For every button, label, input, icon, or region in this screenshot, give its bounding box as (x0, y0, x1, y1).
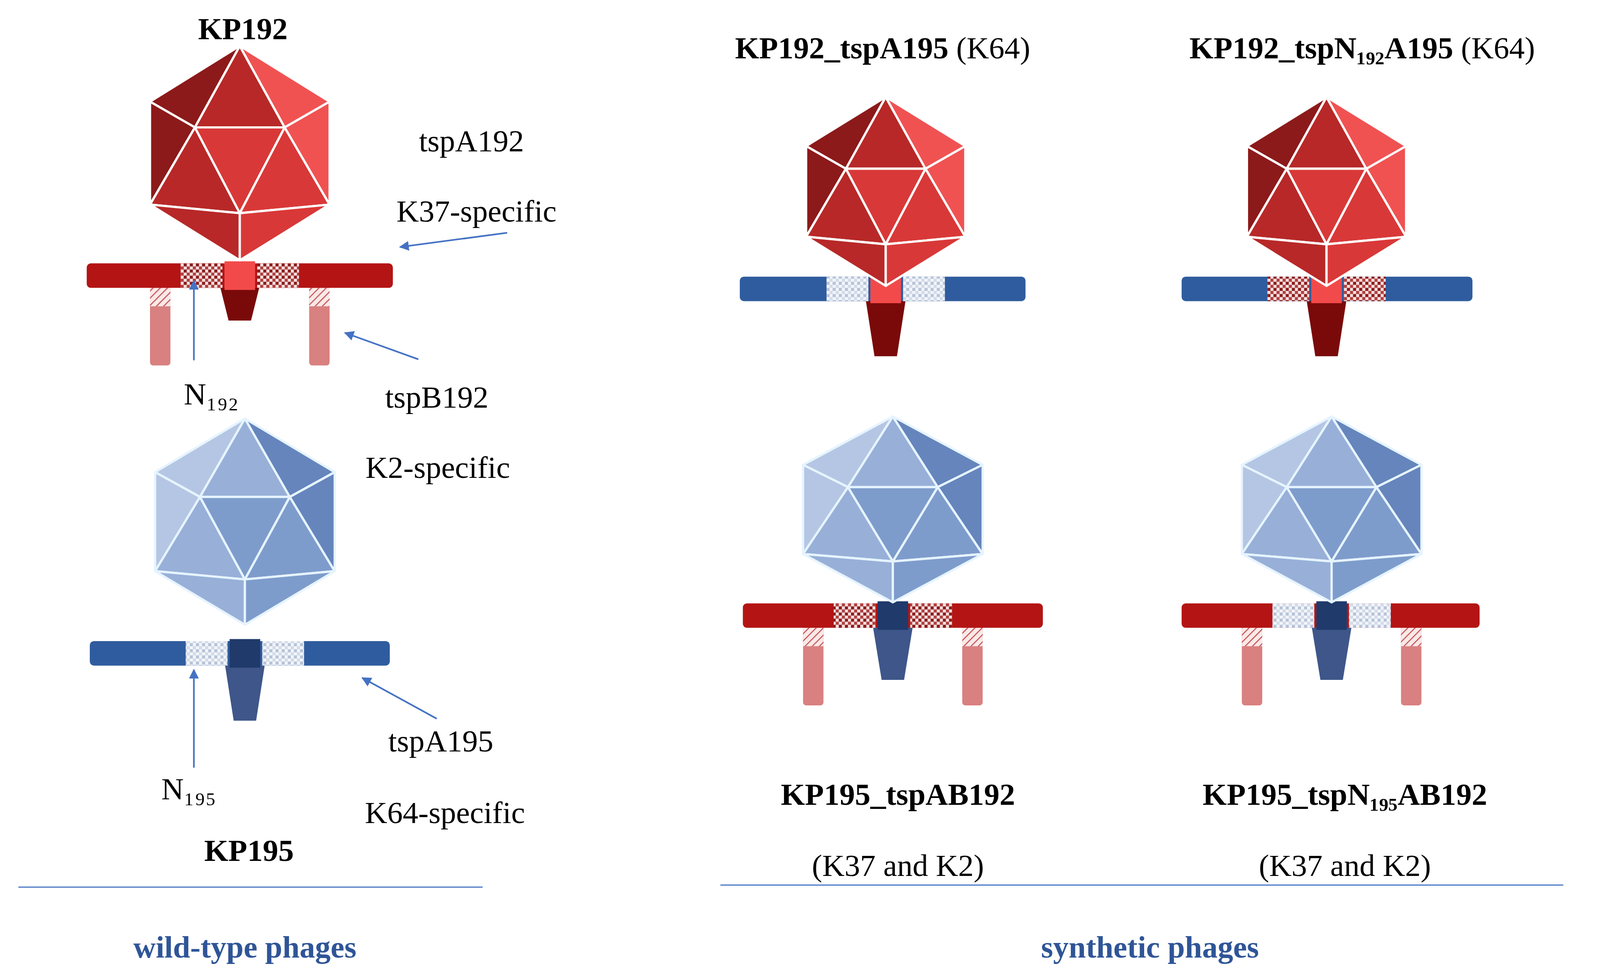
phage-name: KP195 (204, 832, 294, 868)
n-domain (180, 263, 223, 289)
divider-line (720, 884, 1564, 886)
collar (224, 261, 255, 290)
n-domain (1272, 603, 1315, 628)
phage-group (86, 46, 1480, 721)
phage (86, 46, 393, 366)
specificity-label: (K37 and K2) (811, 848, 985, 883)
tail-spike (865, 296, 907, 357)
phage-name: KP192_tspA195 (734, 30, 949, 66)
n-domain (903, 276, 945, 302)
leader-line (362, 677, 437, 719)
protein-label: tspB192 (385, 379, 489, 414)
phage (1181, 97, 1473, 357)
capsid-face (1376, 464, 1422, 554)
tail-fiber-b-domain (962, 627, 983, 646)
tail-fiber-b-domain (149, 287, 171, 306)
phage-name: KP192_tspN₁₉₂A195 (1189, 30, 1454, 66)
collar (877, 601, 909, 630)
tail-fiber-b-domain (309, 287, 330, 306)
phage-title: KP192_tspA195(K64) (734, 30, 1031, 66)
tail-spike (224, 661, 266, 721)
leader-lines (193, 232, 507, 768)
leader-line (193, 669, 196, 768)
tail-fiber-b (1241, 615, 1263, 706)
capsid-face (284, 101, 330, 205)
phage (739, 97, 1026, 357)
specificity-label: K64-specific (364, 794, 525, 830)
tail-fiber-b (309, 275, 330, 366)
specificity-label: K37-specific (396, 194, 557, 229)
tail-fiber-b-domain (1241, 627, 1263, 646)
phage-title: KP192_tspN₁₉₂A195(K64) (1189, 30, 1535, 66)
capsid-face (925, 145, 966, 237)
section-title: synthetic phages (1041, 929, 1260, 965)
collar (1316, 601, 1348, 630)
phage-name: KP195_tspAB192 (780, 776, 1016, 811)
section-title: wild-type phages (133, 929, 357, 965)
capsid-face (244, 571, 335, 625)
n-domain (257, 263, 300, 289)
leader-line (193, 280, 196, 361)
specificity-label: (K37 and K2) (1259, 848, 1432, 883)
capsid-face (289, 471, 335, 571)
phage-name: KP192 (198, 11, 288, 46)
capsid-face (1366, 145, 1406, 237)
capsid-face (885, 236, 966, 286)
tail-fiber-b-domain (803, 627, 824, 646)
tail-fiber-b (803, 615, 824, 706)
specificity-label: (K64) (1460, 30, 1535, 66)
n-domain (833, 603, 876, 628)
capsid-face (937, 464, 983, 554)
phage (1181, 416, 1480, 706)
leader-line (400, 232, 508, 247)
capsid-face (1331, 553, 1422, 603)
capsid-face (805, 236, 886, 286)
tail-fiber-b (962, 615, 983, 706)
capsid-face (803, 553, 893, 603)
divider-line (18, 886, 483, 888)
n-domain (185, 640, 228, 666)
capsid-face (892, 553, 983, 603)
capsid-face (149, 204, 240, 261)
protein-label: tspA195 (388, 723, 494, 759)
phage-name: KP195_tspN₁₉₅AB192 (1202, 776, 1487, 811)
leader-line (345, 332, 419, 360)
tail-spike (1305, 296, 1348, 357)
phage (743, 416, 1043, 706)
n-domain (826, 276, 869, 302)
n-domain (1348, 603, 1391, 628)
tail-fiber-b-domain (1400, 627, 1422, 646)
protein-label: tspA192 (418, 123, 524, 159)
n-domain (910, 603, 953, 628)
capsid-face (239, 204, 330, 261)
phage (89, 418, 390, 721)
collar (229, 638, 261, 668)
capsid-face (1241, 553, 1332, 603)
capsid-face (1246, 236, 1327, 286)
tail-spike (1310, 623, 1353, 680)
specificity-label: K2-specific (365, 450, 511, 485)
domain-label: N₁₉₂ (183, 376, 239, 412)
specificity-label: (K64) (956, 30, 1031, 66)
tail-fiber-b (149, 275, 171, 366)
domain-label: N₁₉₅ (161, 771, 217, 806)
capsid-face (154, 571, 245, 625)
n-domain (262, 640, 305, 666)
n-domain (1343, 276, 1386, 302)
n-domain (1267, 276, 1310, 302)
tail-spike (872, 623, 914, 680)
capsid-face (1326, 236, 1407, 286)
tail-fiber-b (1400, 615, 1422, 706)
